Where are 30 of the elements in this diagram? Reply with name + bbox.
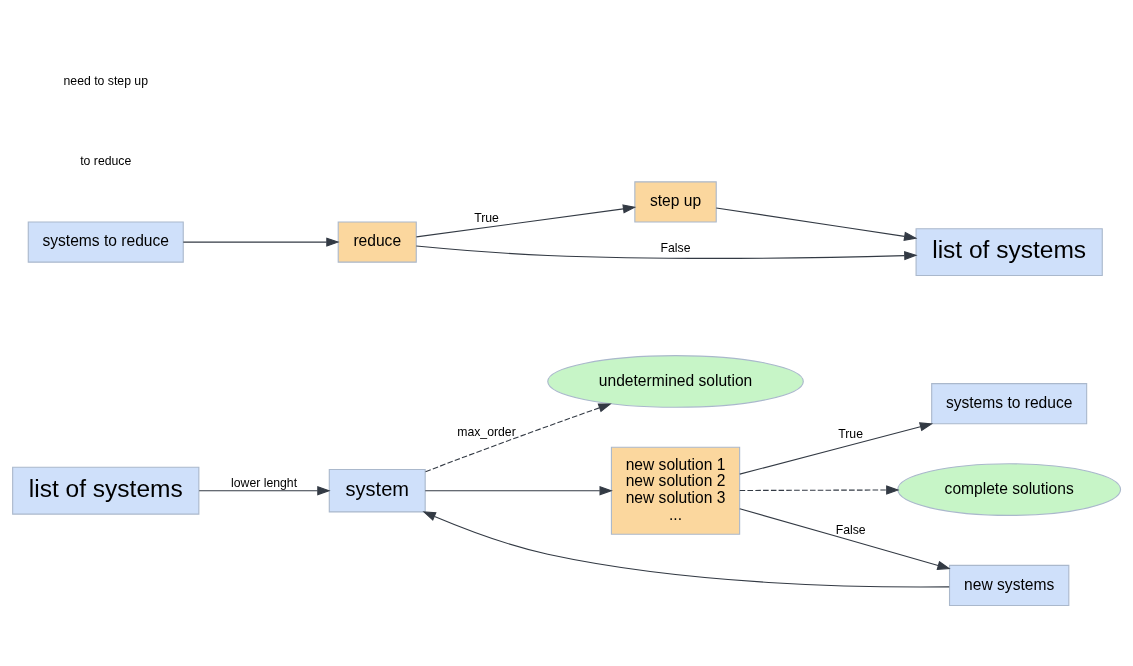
label: to reduce [80,153,132,168]
arrow [424,485,613,495]
arrow [182,236,340,247]
node-ellipse: undetermined solution [547,354,804,408]
node-box: systems to reduce [931,382,1088,424]
arrow [425,402,612,472]
node-box: list of systems [12,466,200,515]
arrow [198,485,331,495]
node-box: reduce [337,220,417,263]
arrow [739,507,951,570]
edge-label: max_order [457,424,516,439]
node-box: list of systems [915,227,1103,276]
arrow [415,203,637,237]
node-box: step up [634,180,717,223]
node-box: new systems [948,564,1070,606]
arrow [739,484,900,495]
edge-label: False [660,240,691,255]
arrow [739,421,934,475]
arrow [715,206,918,241]
node-box: new solution 1 new solution 2 new solution 3 ... [610,446,741,535]
arrow [422,510,950,588]
node-box: system [328,468,426,512]
label: need to step up [63,73,148,88]
edge-label: False [835,522,866,537]
edge-label: True [474,210,499,225]
edge-label: True [838,426,863,441]
node-box: systems to reduce [27,220,184,263]
edge-label: lower lenght [231,475,298,490]
node-ellipse: complete solutions [897,462,1122,516]
arrow [415,244,918,260]
